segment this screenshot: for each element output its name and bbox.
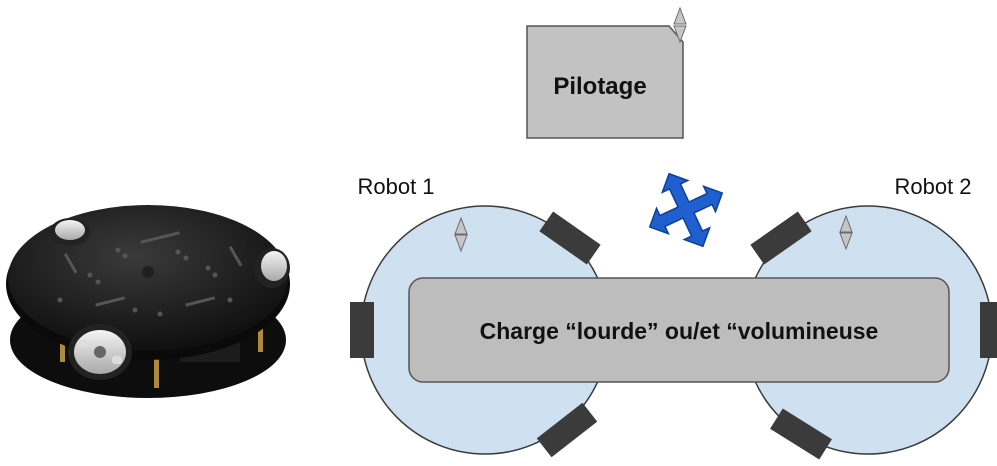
- omni-wheel-front: [68, 324, 132, 380]
- pilot-rectangle: [526, 25, 684, 139]
- robot-2-wheel-top-left: [750, 211, 812, 265]
- pilot-box: Pilotage: [526, 6, 687, 139]
- load-label: Charge “lourde” ou/et “volumineuse: [480, 318, 879, 344]
- robot-2-label: Robot 2: [894, 174, 971, 199]
- robot-2-rotate-handle-icon: [839, 214, 853, 251]
- robot-2-wheel-right: [980, 302, 997, 358]
- load-box: Charge “lourde” ou/et “volumineuse: [408, 277, 950, 383]
- robot-1-wheel-bottom-right: [536, 402, 598, 458]
- omni-wheel-left: [50, 218, 90, 246]
- move-icon: [648, 172, 724, 248]
- robot-1-label: Robot 1: [357, 174, 434, 199]
- pilot-label: Pilotage: [553, 73, 646, 100]
- robot-1-wheel-top-right: [539, 211, 601, 265]
- omni-wheel-right: [254, 248, 290, 288]
- robot-1-wheel-left: [350, 302, 374, 358]
- robot-2-wheel-bottom-left: [770, 408, 832, 460]
- load-rectangle: [408, 277, 950, 383]
- pilot-resize-handle-icon: [673, 6, 687, 44]
- robot-1-rotate-handle-icon: [454, 216, 468, 253]
- robot-chassis-image: [6, 205, 290, 398]
